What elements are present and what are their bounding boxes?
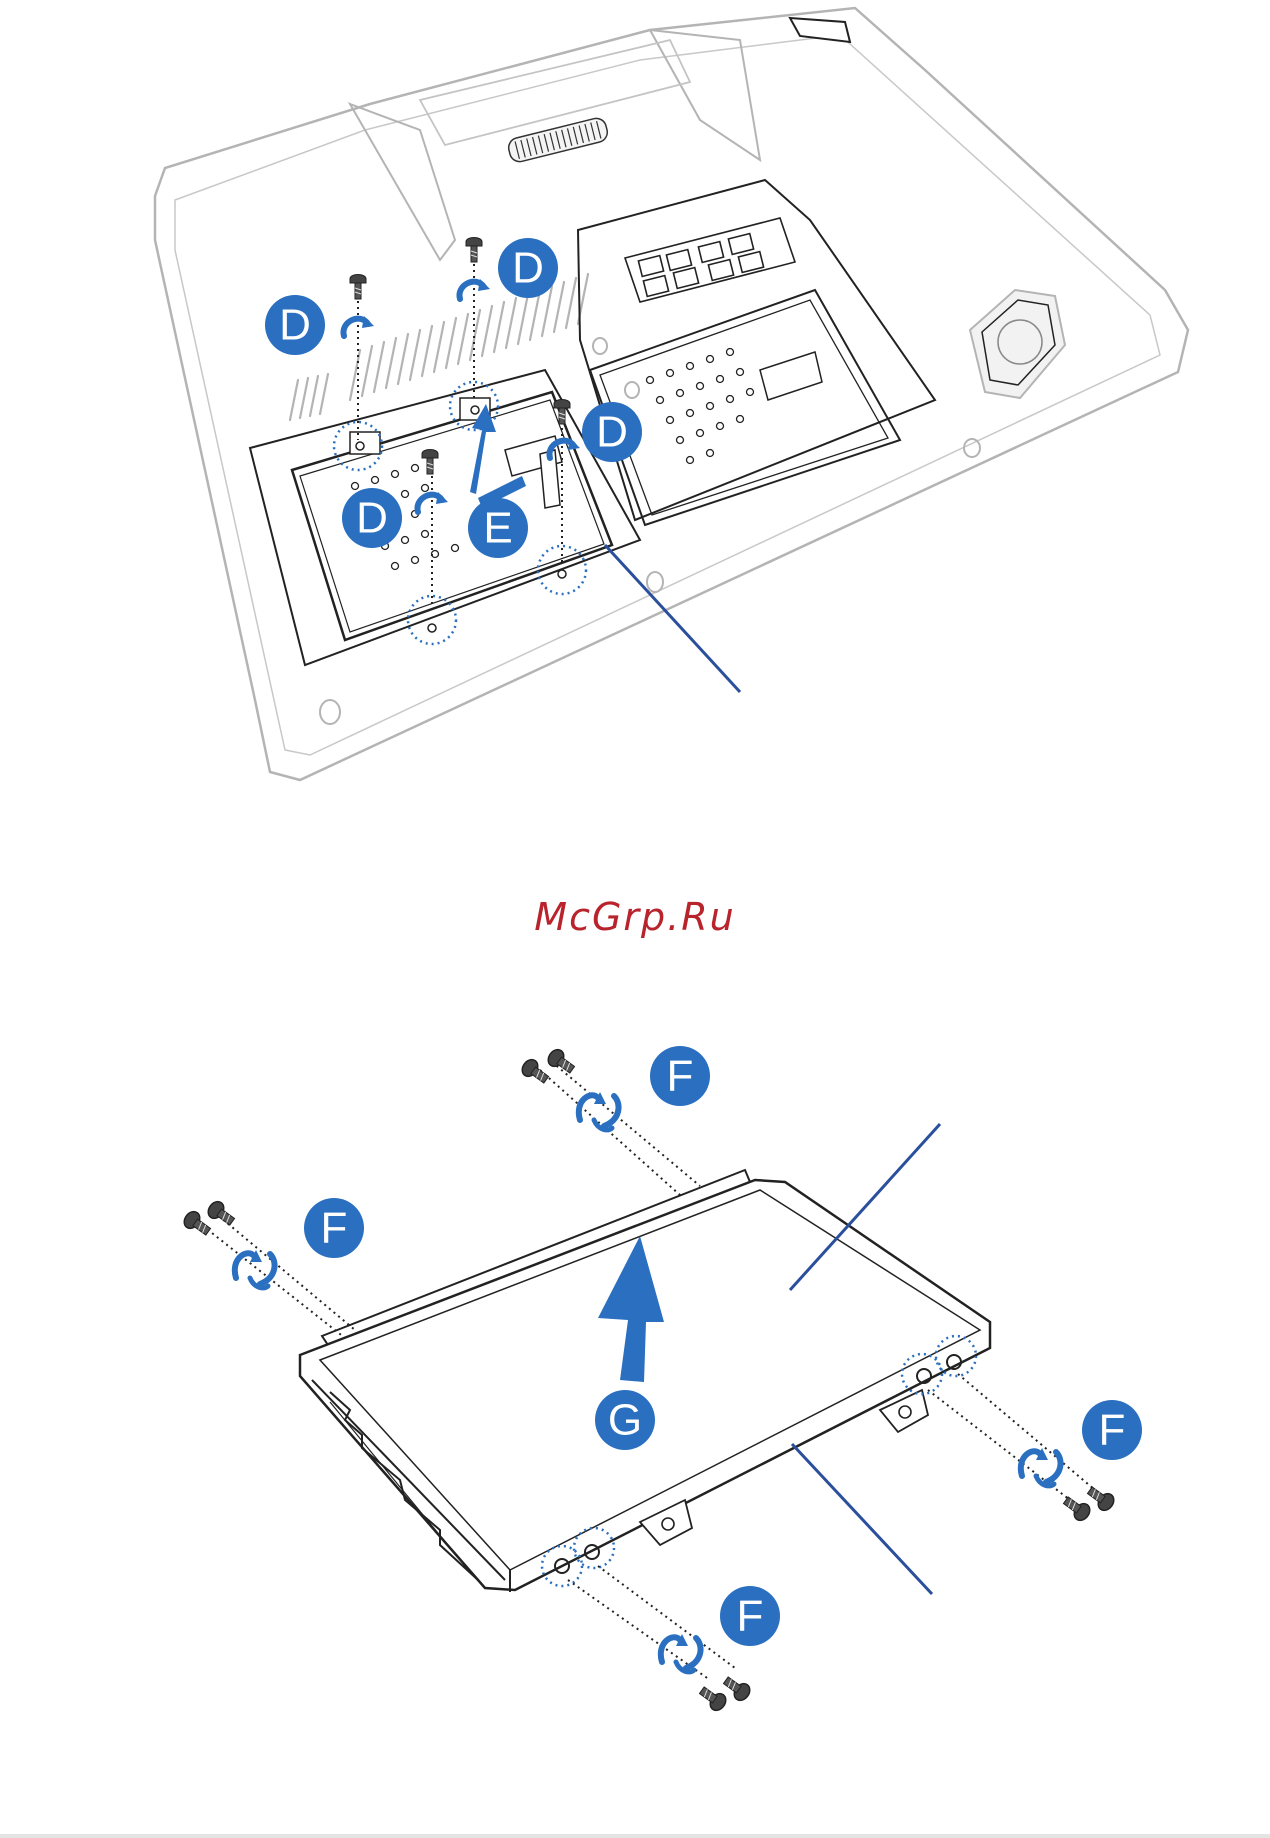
svg-text:F: F xyxy=(667,1052,694,1101)
callout-f-4: F xyxy=(720,1586,780,1646)
svg-text:F: F xyxy=(321,1204,348,1253)
svg-text:D: D xyxy=(356,494,388,543)
callout-d-4: D xyxy=(342,488,402,548)
svg-text:D: D xyxy=(279,301,311,350)
callout-d-3: D xyxy=(582,402,642,462)
drive-bracket-illustration: F F F F G xyxy=(181,1046,1142,1713)
callout-d-2: D xyxy=(498,238,558,298)
laptop-underside-illustration: D D D D E xyxy=(155,8,1188,780)
svg-text:G: G xyxy=(608,1396,642,1445)
callout-d-1: D xyxy=(265,295,325,355)
svg-text:F: F xyxy=(737,1592,764,1641)
callout-f-3: F xyxy=(1082,1400,1142,1460)
callout-g: G xyxy=(595,1390,655,1450)
watermark-text: McGrp.Ru xyxy=(0,895,1270,939)
bottom-divider xyxy=(0,1834,1270,1838)
callout-f-1: F xyxy=(650,1046,710,1106)
svg-text:D: D xyxy=(596,408,628,457)
callout-f-2: F xyxy=(304,1198,364,1258)
svg-text:F: F xyxy=(1099,1406,1126,1455)
svg-text:E: E xyxy=(483,504,512,553)
callout-e: E xyxy=(468,498,528,558)
svg-text:D: D xyxy=(512,244,544,293)
